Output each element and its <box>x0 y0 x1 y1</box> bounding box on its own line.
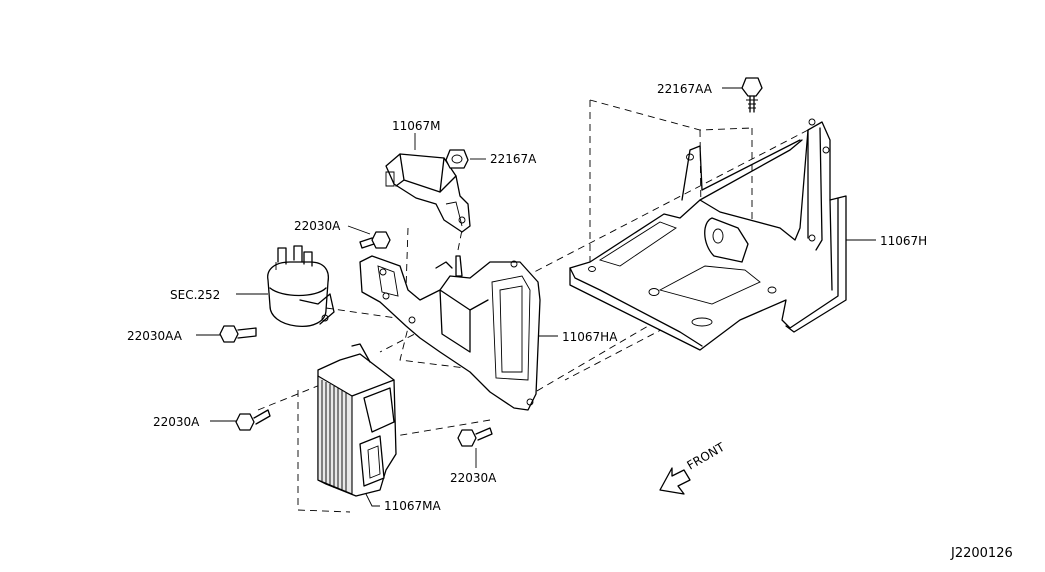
heat-sink-fins <box>321 380 347 492</box>
label-22030A-top: 22030A <box>294 219 341 233</box>
label-22167AA: 22167AA <box>657 82 713 96</box>
bolt-22030A-top <box>359 231 391 249</box>
label-22030A-bottom: 22030A <box>450 471 497 485</box>
label-22167A: 22167A <box>490 152 537 166</box>
bracket-11067HA <box>359 255 541 411</box>
front-arrow-icon <box>659 467 691 495</box>
bolt-22167AA <box>741 77 763 113</box>
diagram-code: J2200126 <box>950 546 1013 561</box>
component-sec252 <box>267 245 335 328</box>
label-11067MA: 11067MA <box>384 499 442 513</box>
front-label: FRONT <box>685 440 728 473</box>
leader-lines <box>196 87 876 507</box>
bolt-22030A-left <box>235 409 271 431</box>
front-direction-indicator: FRONT <box>659 440 728 495</box>
bolt-22030AA <box>219 325 257 343</box>
nut-22167A <box>445 149 469 169</box>
bolt-22030A-bottom <box>457 427 493 447</box>
label-11067H: 11067H <box>880 234 927 248</box>
bracket-11067H <box>569 118 847 351</box>
control-unit-11067MA <box>317 343 397 497</box>
label-11067M: 11067M <box>392 119 441 133</box>
label-sec252: SEC.252 <box>170 288 220 302</box>
label-22030A-left: 22030A <box>153 415 200 429</box>
label-11067HA: 11067HA <box>562 330 618 344</box>
relay-11067M <box>385 153 471 233</box>
label-22030AA: 22030AA <box>127 329 183 343</box>
